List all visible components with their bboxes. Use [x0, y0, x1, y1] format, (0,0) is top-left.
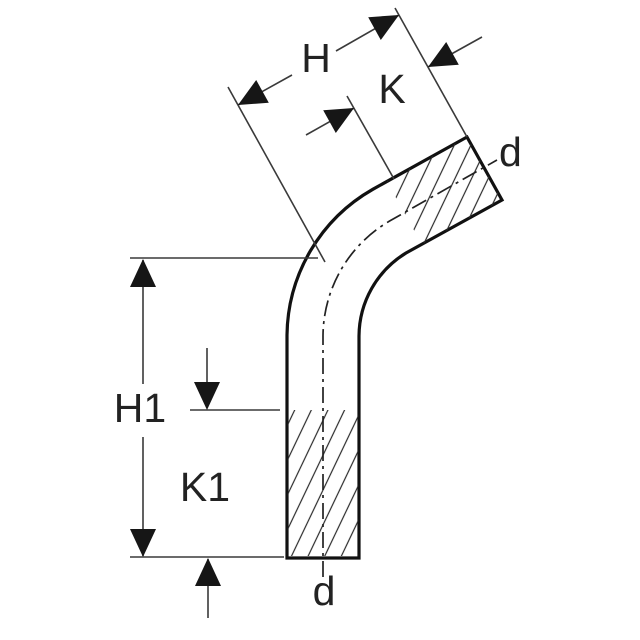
k-arrowhead-right [428, 42, 459, 67]
diameter-d-inlet-label: d [313, 568, 336, 614]
k-extension-line [346, 95, 395, 180]
dimension-arrowheads [130, 15, 459, 586]
dimension-h-label: H [301, 35, 331, 81]
pipe-centerline [322, 159, 498, 577]
h1-arrowhead-bottom [130, 529, 156, 557]
h-arrowhead-left [238, 80, 269, 105]
h1-arrowhead-top [130, 259, 156, 287]
dimension-k-label: K [378, 66, 405, 112]
diameter-d-outlet-label: d [499, 129, 522, 175]
k-arrowhead-left [323, 108, 354, 133]
dimension-k1-label: K1 [180, 464, 230, 510]
h-extension-line-at-outlet [394, 7, 468, 138]
h-arrowhead-right [368, 15, 399, 40]
h-extension-line-at-vertex [227, 86, 326, 263]
dimension-h1-label: H1 [114, 385, 166, 431]
k1-arrowhead-top [194, 382, 220, 410]
k1-arrowhead-bottom [195, 558, 221, 586]
